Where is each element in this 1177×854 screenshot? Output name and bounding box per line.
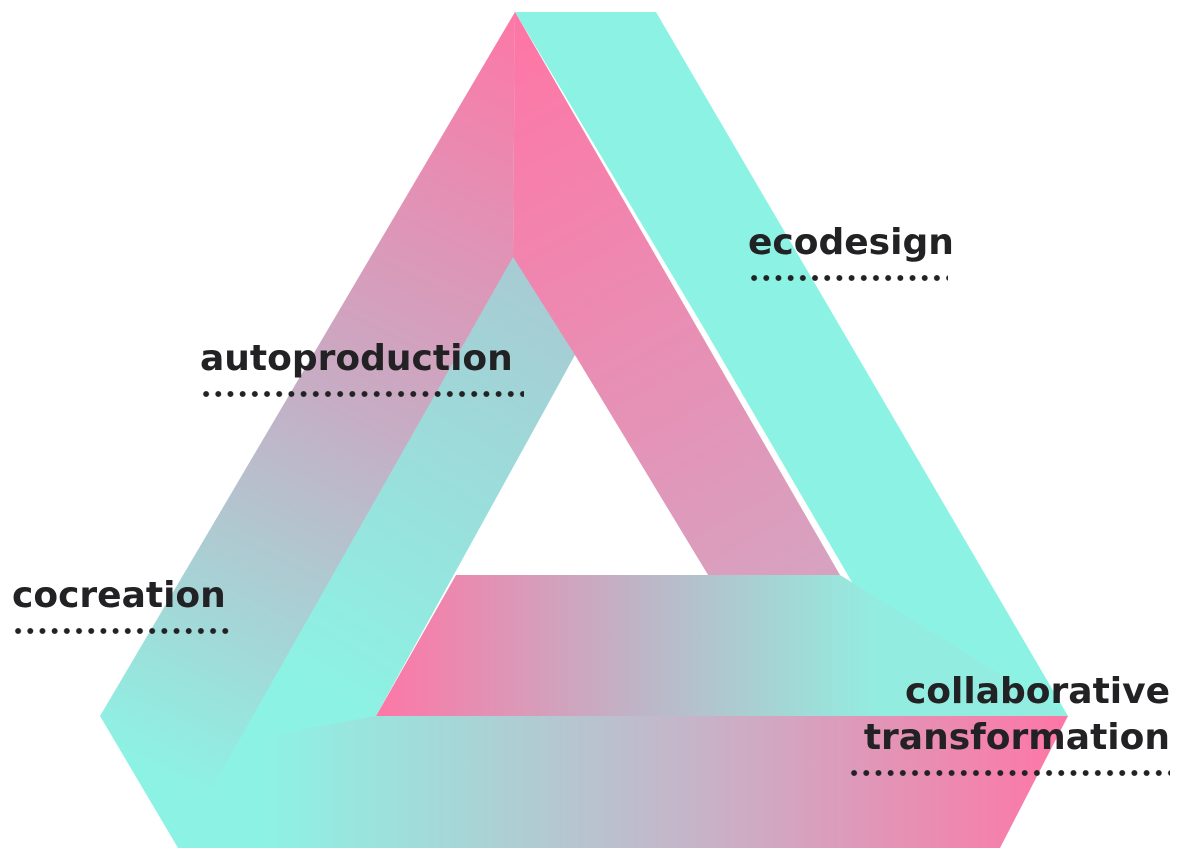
label-cocreation-text: cocreation [12, 575, 226, 616]
bottom-band [178, 716, 1068, 848]
label-transformation-text: transformation [863, 717, 1170, 758]
dotted-underline [12, 626, 232, 636]
inner-hole [456, 355, 708, 575]
right-arm [515, 12, 1068, 716]
left-arm [100, 12, 575, 848]
label-collaborative-text: collaborative [904, 671, 1170, 712]
dotted-underline [848, 768, 1170, 778]
inner-diagonal-band [513, 12, 840, 575]
label-autoproduction: autoproduction [200, 341, 524, 399]
label-collaborative-transformation: collaborative transformation [848, 674, 1170, 778]
inner-left-band [178, 257, 575, 848]
label-cocreation: cocreation [12, 578, 232, 636]
inner-horizontal-band [376, 575, 1068, 716]
label-autoproduction-text: autoproduction [200, 338, 513, 379]
dotted-underline [748, 273, 948, 283]
label-ecodesign-text: ecodesign [748, 222, 954, 263]
dotted-underline [200, 389, 524, 399]
label-ecodesign: ecodesign [748, 225, 954, 283]
